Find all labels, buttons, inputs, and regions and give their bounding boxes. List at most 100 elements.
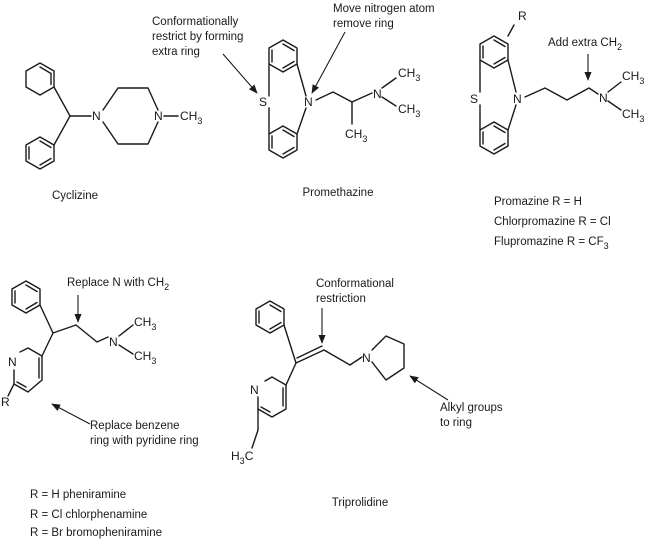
cyclizine-phenyl-top-inner [39,66,52,75]
promazine-n: N [513,92,522,106]
bond [507,104,517,131]
bond [493,39,506,48]
cyclizine-n1: N [92,109,101,123]
annotation-text: Replace benzene [90,420,180,432]
promethazine-ch3-c: CH3 [398,102,420,119]
promazine-side-chain [524,87,599,101]
bond [351,92,373,103]
bond [25,284,38,293]
cyclizine-label: Cyclizine [52,190,98,202]
promethazine-structure: S N CH3 N CH3 CH3 Promethazine [259,39,420,199]
triprolidine-structure: N N H3C Triprolidine [231,300,405,509]
bond [264,376,287,386]
bond [41,332,54,357]
bond [260,406,271,413]
cyclizine-methyl: CH3 [180,109,202,126]
bond [282,129,295,138]
annotation-alkyl-groups: Alkyl groups to ring [409,375,503,429]
promazine-ch3-b: CH3 [622,107,644,124]
pheniramine-variant: R = H pheniramine [30,489,126,501]
promazine-variants-list: Promazine R = H Chlorpromazine R = Cl Fl… [494,196,611,251]
pheniramine-variant: R = Cl chlorphenamine [30,509,147,521]
triprolidine-pyridine-n: N [250,383,259,397]
annotation-text: extra ring [152,46,200,58]
bond [118,324,134,337]
annotation-text: Conformational [316,278,394,290]
bond [296,345,323,359]
annotation-text: Replace N with CH2 [67,277,169,292]
promazine-r: R [518,9,527,23]
promethazine-benzene-bottom [268,125,298,159]
annotation-arrow [409,375,449,401]
bond [295,349,325,364]
pheniramine-phenyl [11,280,41,314]
pheniramine-amine-n: N [109,335,118,349]
annotation-replace-n: Replace N with CH2 [67,277,169,323]
annotation-text: to ring [440,417,472,429]
annotation-text: Alkyl groups [440,402,503,414]
promazine-amine-n: N [599,91,608,105]
promazine-benzene-bottom [479,121,509,155]
bond [53,115,71,146]
bond [282,146,295,155]
annotation-text: remove ring [333,18,394,30]
annotation-conformational-restriction: Conformational restriction [316,278,394,344]
bond [7,383,15,397]
bond [251,429,259,449]
pheniramine-ch3-b: CH3 [134,349,156,366]
bond [493,56,506,65]
cyclizine-structure: N N CH3 Cyclizine [25,62,202,202]
bond [102,121,159,145]
triprolidine-pyridine [257,384,287,418]
annotation-text: Add extra CH2 [548,37,622,52]
promazine-variant: Flupromazine R = CF3 [494,236,609,251]
annotation-replace-benzene: Replace benzene ring with pyridine ring [51,403,199,447]
bond [39,140,52,149]
bond [507,24,515,37]
cyclizine-n4: N [154,109,163,123]
annotation-conformational-restrict: Conformationally restrict by forming ext… [152,16,258,94]
annotation-text: restrict by forming [152,31,243,43]
pheniramine-pyridine-n: N [8,355,17,369]
cyclizine-piperazine [102,87,159,111]
promethazine-benzene-top [268,39,298,73]
bond [296,107,307,135]
bond [507,59,517,93]
annotation-text: Conformationally [152,16,239,28]
promethazine-ch3-a: CH3 [345,127,367,144]
bond [39,157,52,166]
bond [16,381,27,388]
pheniramine-pyridine [13,355,43,393]
promethazine-amine-n: N [373,87,382,101]
annotation-move-nitrogen: Move nitrogen atom remove ring [311,3,435,94]
bond [285,362,297,386]
pheniramine-r: R [1,395,10,409]
bond [118,344,134,355]
bond [607,100,622,111]
annotation-add-ch2: Add extra CH2 [548,37,622,81]
pheniramine-ch3-a: CH3 [134,315,156,332]
bond [19,347,43,357]
bond [39,304,54,334]
pheniramine-variants-list: R = H pheniramine R = Cl chlorphenamine … [30,489,162,539]
annotation-arrow [51,403,91,425]
promethazine-ch3-b: CH3 [398,66,420,83]
promazine-s: S [470,92,478,106]
bond [25,301,38,310]
promethazine-label: Promethazine [303,187,374,199]
bond [349,356,363,366]
bond [269,321,282,330]
annotation-text: restriction [316,293,366,305]
bond [381,96,397,107]
pheniramine-chain [75,324,109,343]
promazine-benzene-top [479,35,509,69]
bond [53,86,71,117]
bond [282,60,295,69]
triprolidine-methyl: H3C [231,449,254,466]
pheniramine-structure: N CH3 CH3 N R [1,280,156,409]
annotation-text: ring with pyridine ring [90,435,199,447]
bond [607,81,622,93]
promazine-variant: Promazine R = H [494,196,582,208]
triprolidine-pyrrolidine [371,335,405,381]
